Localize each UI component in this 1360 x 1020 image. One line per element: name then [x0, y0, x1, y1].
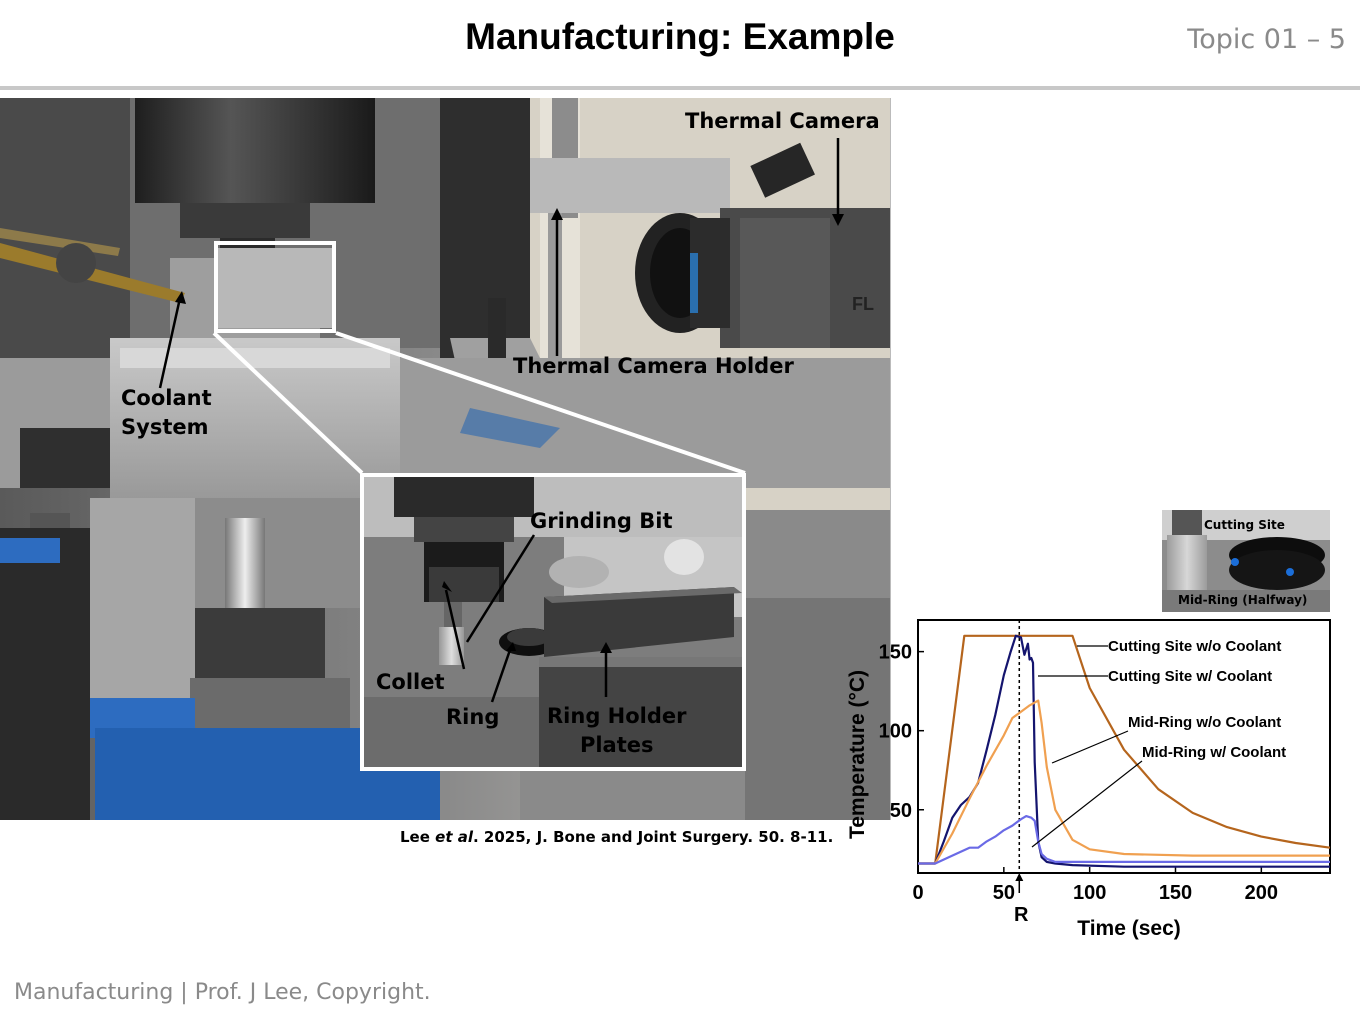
series-label-4: Mid-Ring w/ Coolant	[1142, 744, 1286, 761]
y-tick-label: 50	[890, 800, 912, 822]
citation: Lee et al. 2025, J. Bone and Joint Surge…	[400, 828, 833, 846]
y-tick-label: 100	[879, 721, 912, 743]
series-leader-4	[1031, 760, 1143, 848]
series-label-1: Cutting Site w/o Coolant	[1108, 638, 1281, 655]
series-line-3	[918, 699, 1330, 865]
marker-label: R	[1014, 904, 1029, 926]
label-ring-holder-line2: Plates	[579, 733, 654, 757]
label-coolant-system: Coolant System	[121, 384, 212, 442]
setup-photo-drawing: FL	[0, 98, 891, 820]
svg-text:FL: FL	[852, 294, 874, 314]
label-coolant-line1: Coolant	[121, 386, 212, 410]
citation-etal: et al	[435, 828, 473, 846]
label-coolant-line2: System	[121, 415, 209, 439]
series-line-2	[918, 634, 1330, 868]
y-tick-label: 150	[879, 642, 912, 664]
label-grinding-bit: Grinding Bit	[530, 509, 673, 533]
x-tick-label: 50	[993, 882, 1015, 904]
zoom-inset-photo: Grinding Bit Collet Ring Ring Holder Pla…	[360, 473, 746, 771]
label-ring-holder: Ring Holder Plates	[547, 702, 687, 760]
x-tick-label: 200	[1245, 882, 1278, 904]
zoom-connector-lines	[212, 331, 746, 475]
x-tick-label: 100	[1073, 882, 1106, 904]
setup-photo: FL	[0, 98, 891, 820]
series-label-2: Cutting Site w/ Coolant	[1108, 668, 1272, 685]
series-line-4	[918, 815, 1330, 865]
series-label-3: Mid-Ring w/o Coolant	[1128, 714, 1281, 731]
label-collet: Collet	[376, 670, 445, 694]
inset-label-mid-ring: Mid-Ring (Halfway)	[1178, 593, 1308, 607]
label-thermal-camera-holder: Thermal Camera Holder	[513, 354, 794, 378]
header-divider	[0, 86, 1360, 90]
measurement-points-photo: Cutting Site Mid-Ring (Halfway)	[1162, 510, 1330, 612]
zoom-region-box	[214, 241, 336, 333]
y-axis-label: Temperature (°C)	[846, 670, 869, 839]
topic-number: Topic 01 – 5	[1187, 24, 1346, 55]
label-ring: Ring	[446, 705, 500, 729]
slide-title: Manufacturing: Example	[465, 16, 895, 57]
footer-copyright: Manufacturing | Prof. J Lee, Copyright.	[14, 980, 431, 1005]
inset-arrows	[442, 534, 612, 703]
series-line-1	[918, 634, 1331, 865]
x-tick-label: 0	[912, 882, 923, 904]
label-thermal-camera: Thermal Camera	[685, 109, 880, 133]
inset-label-cutting-site: Cutting Site	[1204, 518, 1285, 532]
series-leader-3	[1051, 730, 1129, 764]
photo-arrows	[158, 138, 844, 389]
x-tick-label: 150	[1159, 882, 1192, 904]
marker-arrowhead	[1015, 873, 1024, 881]
x-axis-label: Time (sec)	[1077, 917, 1181, 940]
label-ring-holder-line1: Ring Holder	[547, 704, 687, 728]
measurement-points-drawing	[1162, 510, 1330, 612]
citation-authors: Lee	[400, 828, 436, 846]
zoom-inset-drawing	[364, 477, 742, 767]
citation-rest: . 2025, J. Bone and Joint Surgery. 50. 8…	[472, 828, 834, 846]
